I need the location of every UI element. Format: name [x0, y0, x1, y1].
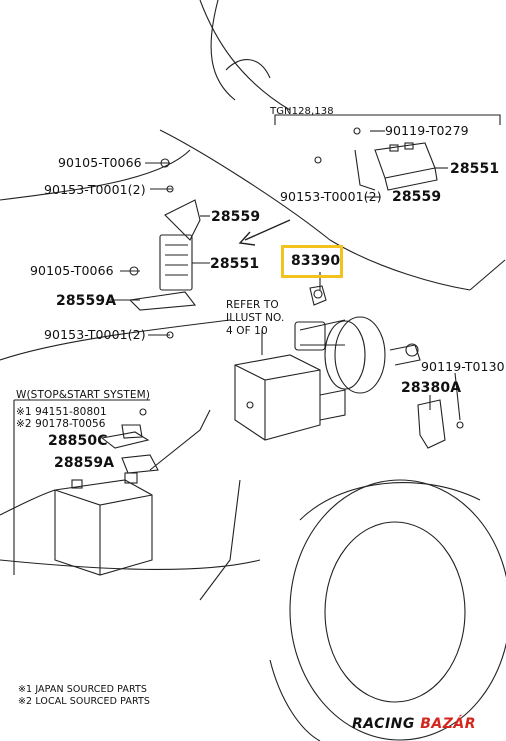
bracket-line — [149, 409, 211, 471]
sensor-28380A — [417, 399, 446, 449]
brake-booster — [334, 316, 386, 394]
bolt-90105-a — [160, 158, 170, 168]
bolt-90153-b — [166, 331, 174, 339]
battery — [54, 479, 153, 576]
hood-edge-line — [199, 0, 291, 111]
racing-bazar-watermark: RACING BAZÁR — [352, 716, 476, 732]
bolt-90105-b — [129, 266, 139, 276]
abs-actuator — [234, 354, 321, 441]
hood-curve — [225, 59, 271, 79]
leader-90119-b — [454, 372, 461, 421]
ecu-module-left — [159, 234, 193, 291]
label-28551-a: 28551 — [210, 256, 260, 272]
label-28559-b: 28559 — [392, 189, 442, 205]
label-90153-t0001-b: 90153-T0001(2) — [44, 327, 146, 342]
sensor-83390 — [309, 285, 327, 306]
panel-line — [0, 319, 231, 361]
label-90119-t0279: 90119-T0279 — [385, 123, 469, 138]
tire-inner — [324, 521, 466, 703]
watermark-part1: RACING — [352, 716, 415, 732]
bolt-90119-b — [456, 421, 464, 429]
highlight-box — [281, 245, 343, 278]
wheel-arch — [299, 482, 481, 521]
bolt-90153-a — [166, 185, 174, 193]
body-line-right — [469, 259, 506, 291]
clip-94151 — [139, 408, 147, 416]
refer-line-2: ILLUST NO. — [226, 312, 285, 324]
label-28559-a: 28559 — [211, 209, 261, 225]
watermark-part2: BAZÁR — [420, 716, 477, 732]
footnote-japan: ※1 JAPAN SOURCED PARTS — [18, 684, 148, 695]
label-90178-t0056: ※2 90178-T0056 — [16, 418, 106, 430]
label-90105-t0066-a: 90105-T0066 — [58, 155, 142, 170]
tire-outer — [289, 479, 506, 741]
hood-inner-line — [210, 0, 236, 101]
tgn-bracket — [274, 114, 501, 125]
label-28551-b: 28551 — [450, 161, 500, 177]
body-line-left — [0, 149, 191, 201]
sensor-28859A — [121, 454, 159, 474]
tgn-group-header: TGN128,138 — [270, 106, 334, 117]
label-28559A: 28559A — [56, 293, 117, 309]
refer-line-3: 4 OF 10 — [226, 325, 268, 337]
label-28859A: 28859A — [54, 455, 115, 471]
support-line — [199, 479, 241, 601]
footnote-local: ※2 LOCAL SOURCED PARTS — [18, 696, 151, 707]
label-90105-t0066-b: 90105-T0066 — [30, 263, 114, 278]
refer-line-1: REFER TO — [226, 299, 279, 311]
bracket-28559-left — [164, 199, 201, 241]
bracket-28559-right — [354, 149, 376, 191]
direction-arrow — [238, 219, 291, 246]
label-94151-80801: ※1 94151-80801 — [16, 406, 107, 418]
label-83390: 83390 — [291, 253, 341, 269]
master-cylinder — [299, 319, 346, 346]
label-90119-t0130: 90119-T0130 — [421, 359, 505, 374]
tire-lower-line — [269, 659, 321, 741]
label-90153-t0001-a: 90153-T0001(2) — [44, 182, 146, 197]
connector-28850C — [100, 431, 150, 449]
bracket-28559A — [128, 291, 197, 311]
label-stop-start: W(STOP&START SYSTEM) — [16, 389, 151, 401]
label-90153-t0001-c: 90153-T0001(2) — [280, 189, 382, 204]
stop-start-bracket — [13, 399, 150, 575]
label-28380A: 28380A — [401, 380, 462, 396]
battery-area-line — [0, 489, 56, 516]
label-28850C: 28850C — [48, 433, 108, 449]
lower-line — [0, 559, 261, 571]
clip-90178 — [121, 424, 143, 439]
fender-line — [159, 129, 471, 291]
